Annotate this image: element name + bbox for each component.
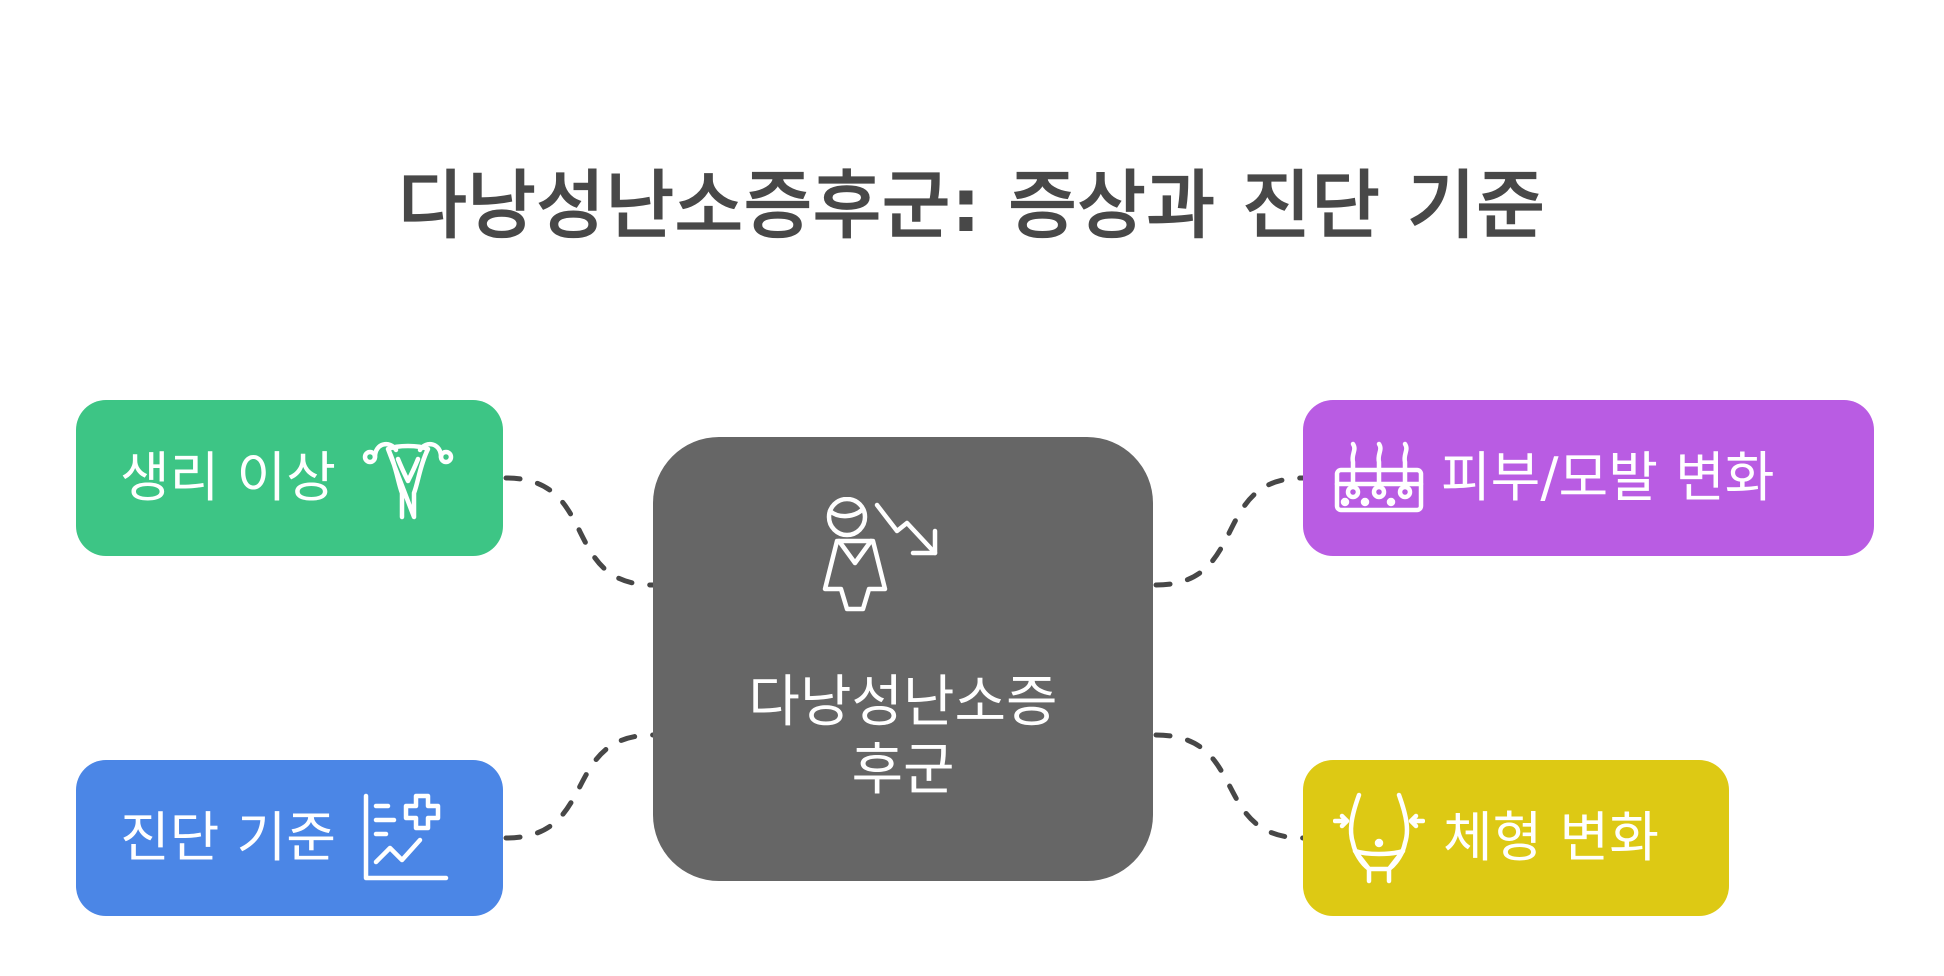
center-label: 다낭성난소증 후군 [653,669,1153,805]
node-label-menstrual: 생리 이상 [120,446,336,509]
medical-chart-icon [363,793,449,881]
node-label-diagnosis: 진단 기준 [120,806,336,869]
center-label-line3: 후군 [851,738,955,803]
center-label-line1: 다낭성난소 [748,670,1007,735]
woman-with-down-trend-arrow-icon [822,497,938,612]
uterus-icon [362,441,454,520]
center-label-line2: 증 [1006,670,1058,735]
diagram-title: 다낭성난소증후군: 증상과 진단 기준 [398,163,1546,249]
connector-diagnosis [503,732,656,841]
node-diagnostic-criteria: 진단 기준 [76,760,503,916]
center-node-pcos: 다낭성난소증 후군 [653,437,1153,881]
node-label-body: 체형 변화 [1443,806,1659,869]
waist-body-icon [1333,792,1425,884]
node-menstrual-irregularity: 생리 이상 [76,400,503,556]
node-skin-hair-change: 피부/모발 변화 [1303,400,1874,556]
connector-skin [1153,475,1306,588]
connector-body [1153,732,1306,841]
connector-menstrual [503,475,656,588]
node-label-skin: 피부/모발 변화 [1441,446,1775,509]
skin-hair-follicle-icon [1334,441,1424,513]
node-body-shape-change: 체형 변화 [1303,760,1729,916]
